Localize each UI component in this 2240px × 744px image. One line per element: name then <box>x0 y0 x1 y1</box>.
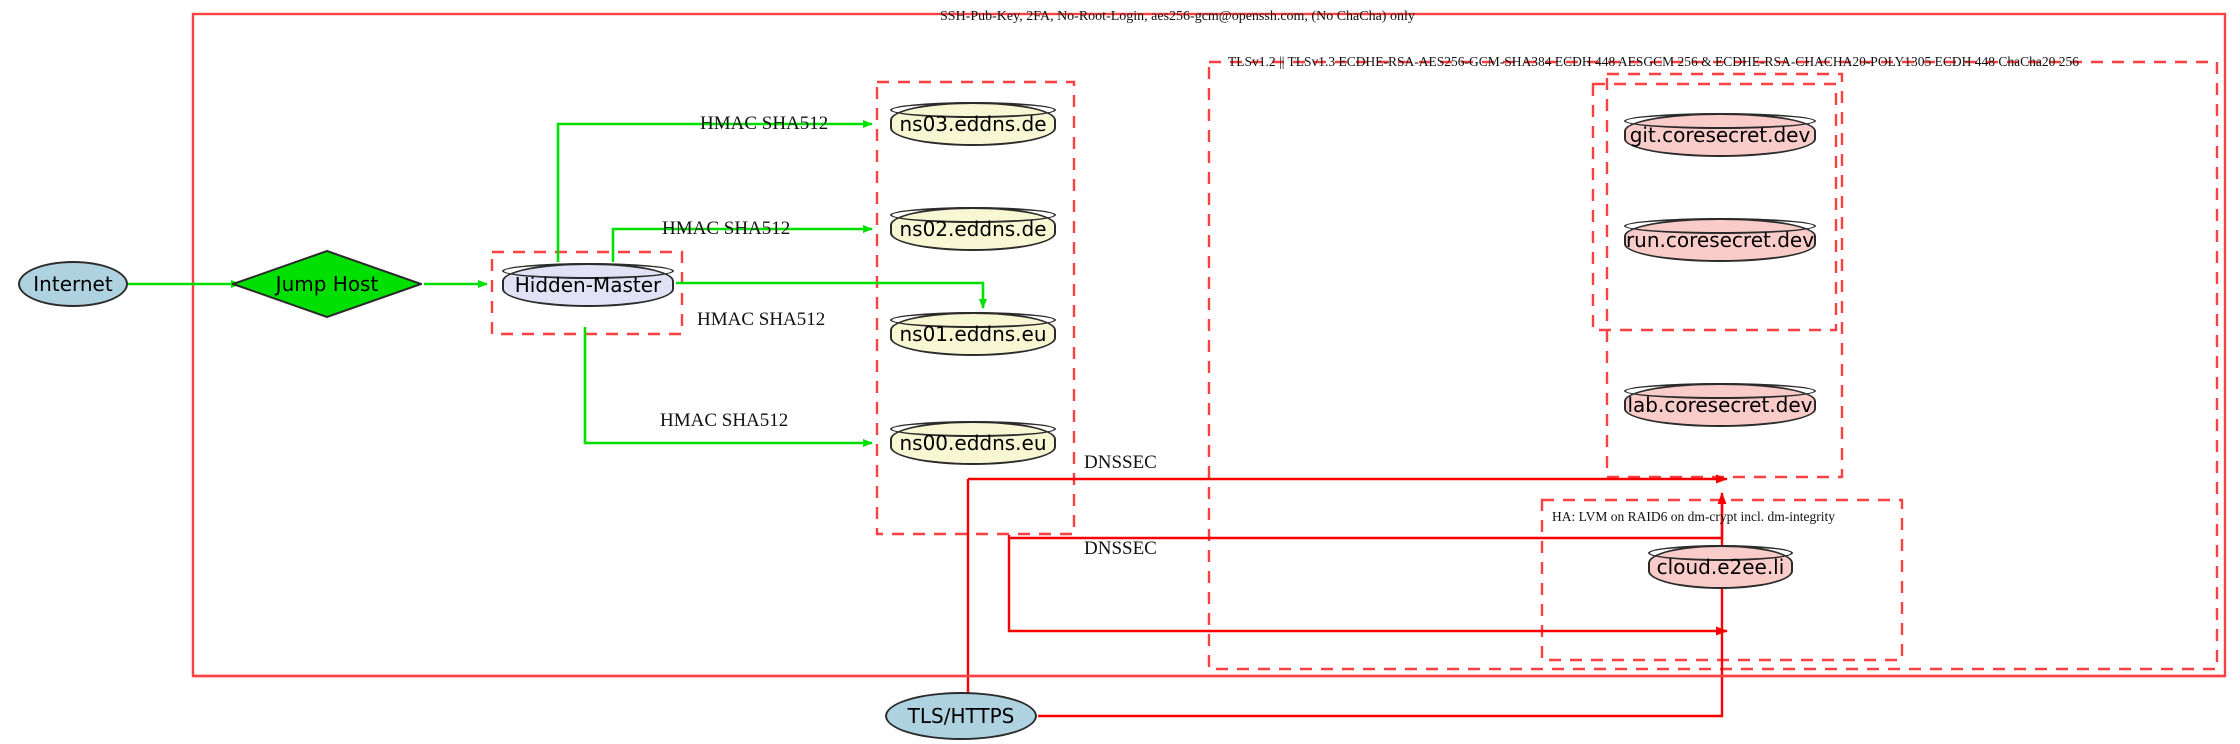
hidden-master-cluster <box>490 250 684 336</box>
edge-master-ns02 <box>611 225 873 262</box>
cylinder-top-icon <box>1648 545 1793 561</box>
cylinder-top-icon <box>1624 383 1816 399</box>
node-tls-https[interactable]: TLS/HTTPS <box>885 692 1037 740</box>
edge-dnssec-bottom <box>1007 535 1728 636</box>
ssh-boundary-label: SSH-Pub-Key, 2FA, No-Root-Login, aes256-… <box>940 9 1415 24</box>
node-lab-coresecret-label: lab.coresecret.dev <box>1627 393 1813 417</box>
edge-master-ns00 <box>583 327 873 447</box>
node-ns03-label: ns03.eddns.de <box>899 112 1047 136</box>
tls-cluster-label: TLSv1.2 || TLSv1.3 ECDHE-RSA-AES256-GCM-… <box>1228 54 2079 69</box>
node-ns01[interactable]: ns01.eddns.eu <box>890 312 1056 356</box>
node-run-coresecret[interactable]: run.coresecret.dev <box>1624 218 1816 262</box>
node-tls-https-label: TLS/HTTPS <box>907 704 1015 728</box>
cylinder-top-icon <box>1624 113 1816 129</box>
node-ns01-label: ns01.eddns.eu <box>899 322 1047 346</box>
node-ns00-label: ns00.eddns.eu <box>899 431 1047 455</box>
edge-label-hmac-ns03: HMAC SHA512 <box>700 113 829 134</box>
dns-cluster <box>875 80 1076 536</box>
edge-label-hmac-ns00: HMAC SHA512 <box>660 410 789 431</box>
diamond-shape-icon <box>232 250 422 318</box>
edge-label-dnssec-top: DNSSEC <box>1084 452 1157 473</box>
node-ns03[interactable]: ns03.eddns.de <box>890 102 1056 146</box>
node-git-coresecret-label: git.coresecret.dev <box>1629 123 1811 147</box>
edge-label-hmac-ns02: HMAC SHA512 <box>662 218 791 239</box>
cylinder-top-icon <box>502 263 674 279</box>
coresecret-cluster <box>1591 82 1838 332</box>
node-hidden-master-label: Hidden-Master <box>514 273 662 297</box>
cylinder-top-icon <box>890 207 1056 223</box>
node-lab-coresecret[interactable]: lab.coresecret.dev <box>1624 383 1816 427</box>
node-jump-host-label: Jump Host <box>275 272 379 296</box>
node-internet-label: Internet <box>33 272 113 296</box>
node-hidden-master[interactable]: Hidden-Master <box>502 263 674 307</box>
edge-master-ns03 <box>556 120 873 262</box>
node-cloud-e2ee[interactable]: cloud.e2ee.li <box>1648 545 1793 589</box>
node-ns00[interactable]: ns00.eddns.eu <box>890 421 1056 465</box>
edge-label-hmac-ns01: HMAC SHA512 <box>697 309 826 330</box>
node-ns02-label: ns02.eddns.de <box>899 217 1047 241</box>
cylinder-top-icon <box>890 421 1056 437</box>
cylinder-top-icon <box>890 102 1056 118</box>
node-git-coresecret[interactable]: git.coresecret.dev <box>1624 113 1816 157</box>
cylinder-top-icon <box>1624 218 1816 234</box>
coresecret-outer-cluster <box>1605 72 1844 479</box>
node-run-coresecret-label: run.coresecret.dev <box>1625 228 1815 252</box>
tls-cluster <box>1207 60 2219 671</box>
node-cloud-e2ee-label: cloud.e2ee.li <box>1656 555 1785 579</box>
node-ns02[interactable]: ns02.eddns.de <box>890 207 1056 251</box>
edge-master-ns01 <box>676 281 987 309</box>
node-internet[interactable]: Internet <box>18 261 128 307</box>
cylinder-top-icon <box>890 312 1056 328</box>
ha-cluster-label: HA: LVM on RAID6 on dm-crypt incl. dm-in… <box>1552 509 1835 524</box>
node-jump-host[interactable]: Jump Host <box>232 250 422 318</box>
edge-label-dnssec-bottom: DNSSEC <box>1084 538 1157 559</box>
